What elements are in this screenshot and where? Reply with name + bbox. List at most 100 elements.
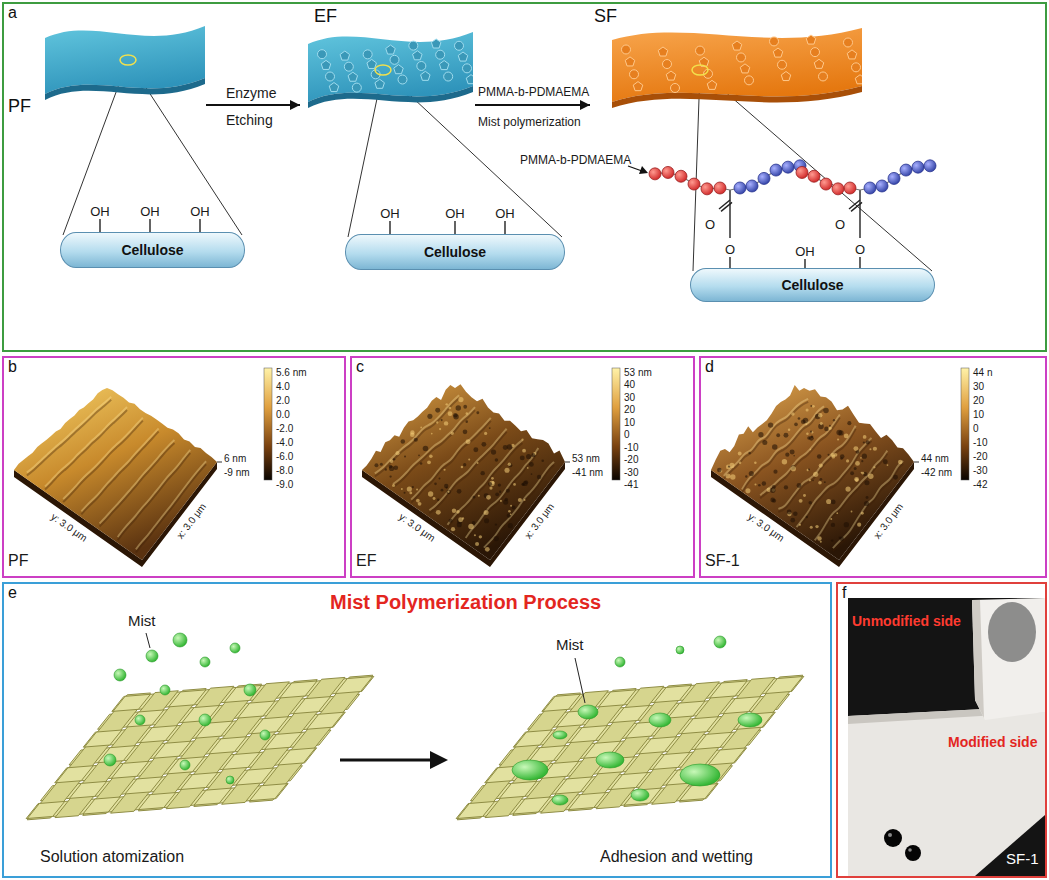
afm-image [456, 510, 460, 514]
chemical-bond [804, 259, 805, 268]
mist-droplet [578, 705, 598, 719]
afm-image [416, 489, 418, 491]
sample-label: EF [314, 6, 337, 27]
afm-image [507, 444, 513, 450]
chemical-bond [504, 221, 505, 234]
afm-image [452, 508, 456, 512]
label-anchor: O [835, 215, 845, 233]
fabric-sheet-shape [413, 51, 423, 60]
afm-image [810, 431, 812, 433]
mist-droplet [200, 657, 210, 667]
mist-droplet [146, 650, 158, 662]
label-anchor: PMMA-b-PDMAEMA [478, 82, 589, 100]
height-axis-label: 44 nm [921, 453, 949, 465]
label-anchor: -30 [973, 460, 987, 478]
woven-fabric [307, 712, 344, 729]
afm-image [711, 385, 914, 560]
chemical-bond [851, 202, 862, 211]
woven-fabric [209, 737, 246, 754]
afm-image [484, 465, 554, 551]
figure-panel: f [836, 582, 1047, 878]
fabric-sheet-shape [45, 22, 205, 100]
label-anchor: 40 [624, 374, 635, 392]
afm-image [823, 408, 828, 413]
colorbar-tick: 44 n [973, 367, 992, 379]
afm-image [806, 516, 808, 518]
afm-image [809, 479, 811, 481]
afm-image [788, 429, 790, 431]
fabric-sheet-shape [630, 70, 639, 79]
label-anchor: -6.0 [276, 446, 293, 464]
afm-image [817, 454, 822, 459]
figure-panel: c [350, 356, 695, 578]
afm-image [463, 430, 468, 435]
afm-image [463, 463, 466, 466]
label-anchor: x: 3.0 μm [170, 498, 209, 542]
afm-image [811, 436, 813, 438]
woven-fabric [681, 717, 718, 734]
afm-image [521, 483, 524, 486]
afm-image [433, 497, 436, 500]
label-anchor: 30 [624, 387, 635, 405]
afm-image [395, 451, 399, 455]
fabric-sheet-shape [633, 82, 643, 91]
label-anchor: 53 nm [624, 362, 652, 380]
afm-image [839, 537, 843, 541]
process-arrow [430, 751, 448, 769]
afm-image [393, 458, 395, 460]
fabric-sheet-shape [394, 65, 404, 74]
afm-image [819, 464, 823, 468]
afm-image [527, 467, 529, 469]
fabric-sheet-shape [745, 76, 754, 85]
afm-image [448, 411, 453, 416]
afm-image [820, 541, 822, 543]
block-copolymer-chain [675, 170, 687, 182]
block-copolymer-chain [662, 166, 674, 178]
woven-fabric [113, 694, 150, 711]
figure-panel: e [2, 582, 832, 878]
colorbar-tick: 40 [624, 379, 635, 391]
label-anchor: O [855, 240, 865, 258]
label-anchor: x: 3.0 μm [518, 498, 557, 542]
fabric-photo [848, 598, 1045, 876]
woven-fabric [639, 737, 676, 754]
afm-image [500, 500, 502, 502]
afm-image [136, 461, 206, 549]
axis-label: x: 3.0 μm [871, 501, 905, 541]
block-copolymer-chain [782, 161, 794, 173]
fabric-sheet-shape [444, 72, 453, 81]
afm-image [833, 461, 903, 548]
colorbar-tick: 4.0 [276, 381, 290, 393]
afm-image [428, 491, 433, 496]
afm-image [873, 447, 877, 451]
afm-image [466, 439, 471, 444]
afm-image [861, 512, 864, 515]
height-axis-label: -41 nm [572, 467, 603, 479]
arrow-label: Mist polymerization [478, 116, 581, 130]
hydroxyl-group: OH [90, 205, 110, 220]
panel-letter: d [705, 358, 714, 376]
fabric-sheet-shape [463, 64, 472, 73]
woven-fabric [668, 701, 705, 718]
afm-image [427, 414, 432, 419]
block-copolymer-chain [701, 183, 713, 195]
sample-name: PF [8, 552, 28, 570]
afm-image [784, 485, 788, 489]
cellulose-chain: Cellulose [690, 268, 935, 302]
label-anchor: -9 nm [224, 462, 250, 480]
block-copolymer-chain [734, 182, 746, 194]
colorbar-tick: 20 [624, 404, 635, 416]
afm-image [826, 499, 831, 504]
label-anchor: 20 [973, 390, 984, 408]
afm-image [810, 405, 812, 407]
afm-image [833, 464, 903, 551]
panel-letter: a [8, 4, 17, 22]
afm-image [828, 454, 830, 456]
afm-image [380, 463, 383, 466]
afm-image [441, 489, 444, 492]
label-anchor: 10 [973, 404, 984, 422]
fabric-photo [888, 833, 892, 837]
fabric-sheet-shape [773, 48, 783, 57]
afm-image [416, 499, 420, 503]
